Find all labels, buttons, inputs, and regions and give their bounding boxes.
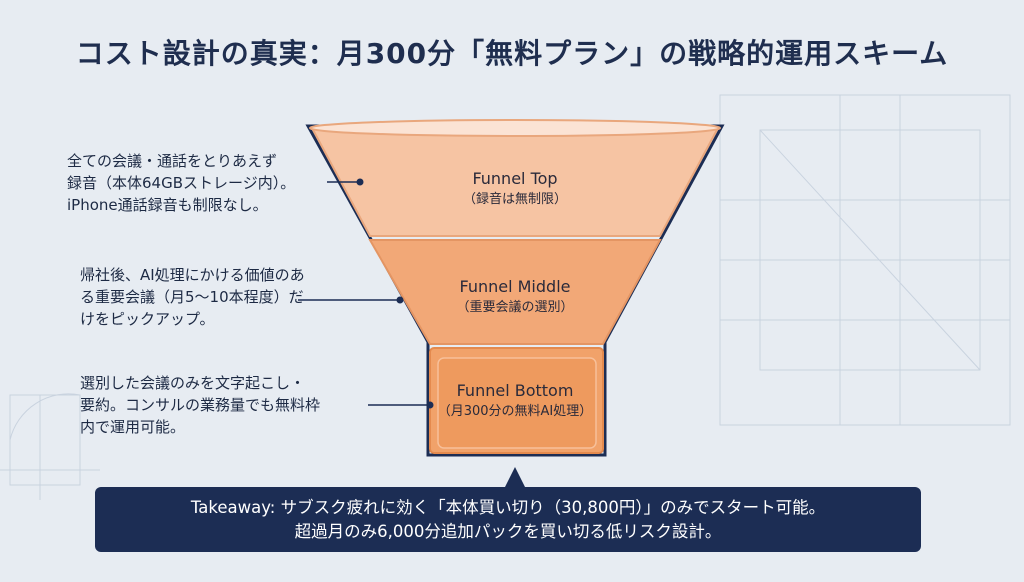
- note-line: 録音（本体64GBストレージ内）。: [67, 174, 296, 192]
- takeaway-line-1: Takeaway: サブスク疲れに効く「本体買い切り（30,800円）」のみでス…: [190, 498, 826, 517]
- page-title: コスト設計の真実：月300分「無料プラン」の戦略的運用スキーム: [75, 37, 949, 70]
- funnel-top-label: Funnel Top （録音は無制限）: [415, 168, 615, 210]
- note-funnel-bottom: 選別した会議のみを文字起こし・ 要約。コンサルの業務量でも無料枠 内で運用可能。: [80, 372, 370, 438]
- stage-name: Funnel Top: [472, 169, 558, 188]
- takeaway-box: Takeaway: サブスク疲れに効く「本体買い切り（30,800円）」のみでス…: [95, 487, 921, 552]
- note-line: けをピックアップ。: [80, 310, 215, 328]
- funnel-middle-label: Funnel Middle （重要会議の選別）: [415, 276, 615, 318]
- funnel-bottom-label: Funnel Bottom （月300分の無料AI処理）: [415, 380, 615, 422]
- note-line: 要約。コンサルの業務量でも無料枠: [80, 396, 321, 414]
- note-funnel-top: 全ての会議・通話をとりあえず 録音（本体64GBストレージ内）。 iPhone通…: [67, 150, 357, 216]
- takeaway-line-2: 超過月のみ6,000分追加パックを買い切る低リスク設計。: [294, 522, 722, 541]
- note-line: る重要会議（月5〜10本程度）だ: [80, 288, 304, 306]
- takeaway-pointer: [505, 467, 525, 487]
- stage-subtitle: （重要会議の選別）: [456, 300, 574, 315]
- note-line: iPhone通話録音も制限なし。: [67, 196, 268, 214]
- note-line: 選別した会議のみを文字起こし・: [80, 374, 306, 392]
- note-line: 全ての会議・通話をとりあえず: [67, 152, 278, 170]
- connector-middle-dot: [396, 296, 404, 304]
- stage-name: Funnel Bottom: [456, 381, 574, 400]
- funnel-middle-section: [368, 239, 662, 345]
- connector-top-dot: [356, 178, 364, 186]
- stage-name: Funnel Middle: [459, 277, 571, 296]
- stage-subtitle: （月300分の無料AI処理）: [437, 404, 593, 419]
- funnel-bottom-inner: [437, 357, 597, 449]
- stage-subtitle: （録音は無制限）: [462, 192, 567, 207]
- connector-bottom-dot: [426, 401, 434, 409]
- note-line: 帰社後、AI処理にかける価値のあ: [80, 266, 305, 284]
- funnel-rim: [309, 119, 721, 137]
- note-line: 内で運用可能。: [80, 418, 186, 436]
- note-funnel-middle: 帰社後、AI処理にかける価値のあ る重要会議（月5〜10本程度）だ けをピックア…: [80, 264, 370, 330]
